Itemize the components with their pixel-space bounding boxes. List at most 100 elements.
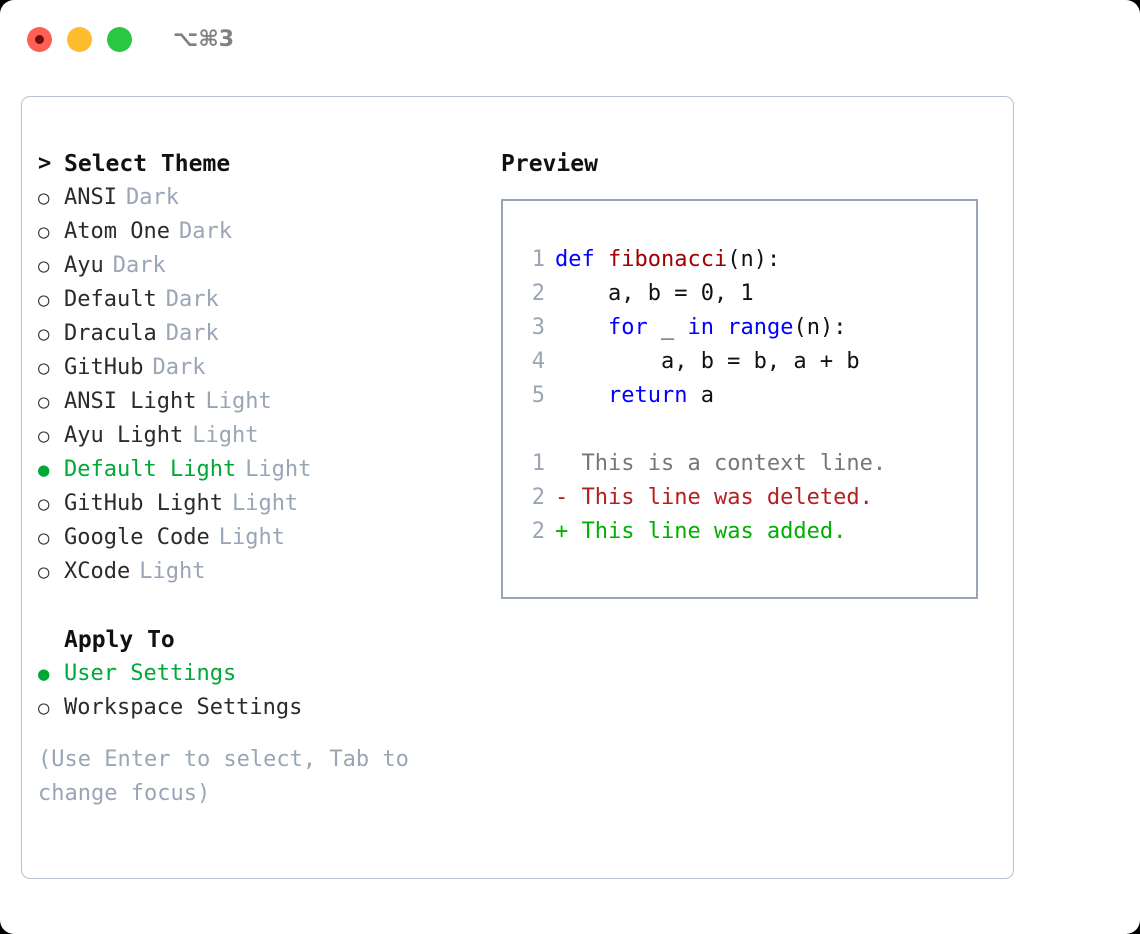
window-title: ⌥⌘3	[173, 26, 235, 52]
apply-to-header: Apply To	[38, 623, 488, 657]
theme-name-label: GitHub Light	[64, 491, 223, 516]
code-token: fibonacci	[607, 247, 728, 272]
section-spacer	[38, 589, 488, 623]
line-number: 3	[531, 315, 545, 340]
theme-category-tag: Light	[231, 491, 299, 516]
code-line: 2 a, b = 0, 1	[503, 277, 976, 311]
code-line: 3 for _ in range(n):	[503, 311, 976, 345]
theme-name-label: ANSI	[64, 185, 117, 210]
line-number: 2	[531, 281, 545, 306]
theme-list-item[interactable]: ○ Google Code Light	[38, 521, 488, 555]
apply-to-list: ●User Settings○Workspace Settings	[38, 657, 488, 725]
radio-unselected-icon[interactable]: ○	[38, 527, 50, 549]
diff-line-text: This line was added.	[581, 519, 847, 544]
radio-selected-icon[interactable]: ●	[38, 663, 50, 685]
line-number: 4	[531, 349, 545, 374]
apply-to-item[interactable]: ●User Settings	[38, 657, 488, 691]
code-token: for	[607, 315, 648, 340]
line-number: 5	[531, 383, 545, 408]
code-line: 4 a, b = b, a + b	[503, 345, 976, 379]
theme-name-label: XCode	[64, 559, 131, 584]
theme-name-label: GitHub	[64, 355, 144, 380]
line-number: 2	[531, 519, 545, 544]
theme-category-tag: Dark	[112, 253, 166, 278]
code-token: def	[555, 247, 608, 272]
diff-line-text: This is a context line.	[581, 451, 887, 476]
code-line-text: a, b = b, a + b	[555, 345, 860, 379]
code-token: a, b = b, a + b	[555, 349, 860, 374]
theme-list-header: > Select Theme	[38, 147, 488, 181]
radio-unselected-icon[interactable]: ○	[38, 697, 50, 719]
diff-sign: +	[555, 519, 569, 544]
radio-unselected-icon[interactable]: ○	[38, 391, 50, 413]
radio-unselected-icon[interactable]: ○	[38, 255, 50, 277]
line-number: 2	[531, 485, 545, 510]
keyboard-hint: (Use Enter to select, Tab to change focu…	[38, 747, 423, 806]
diff-gap-space	[568, 481, 581, 515]
code-line-text: def fibonacci(n):	[555, 243, 780, 277]
theme-category-tag: Light	[205, 389, 272, 414]
code-line: 5 return a	[503, 379, 976, 413]
caret-icon: >	[38, 151, 52, 176]
radio-unselected-icon[interactable]: ○	[38, 561, 50, 583]
code-token: in	[687, 315, 714, 340]
theme-list-item[interactable]: ○ GitHub Light Light	[38, 487, 488, 521]
radio-unselected-icon[interactable]: ○	[38, 187, 50, 209]
theme-name-label: Google Code	[64, 525, 210, 550]
maximize-button[interactable]	[107, 26, 132, 52]
theme-name-label: Default	[64, 287, 157, 312]
diff-gap-space	[568, 515, 581, 549]
diff-sign	[555, 447, 568, 481]
code-token	[555, 315, 608, 340]
theme-list-item[interactable]: ○ XCode Light	[38, 555, 488, 589]
radio-unselected-icon[interactable]: ○	[38, 493, 50, 515]
close-button[interactable]	[27, 26, 52, 52]
line-number: 1	[531, 247, 545, 272]
theme-category-tag: Light	[218, 525, 285, 550]
radio-unselected-icon[interactable]: ○	[38, 425, 50, 447]
radio-unselected-icon[interactable]: ○	[38, 221, 50, 243]
theme-category-tag: Dark	[152, 355, 206, 380]
minimize-button[interactable]	[67, 26, 92, 52]
theme-name-label: ANSI Light	[64, 389, 197, 414]
theme-list-header-label: Select Theme	[64, 151, 231, 177]
code-line-text: return a	[555, 379, 714, 413]
code-token: return	[607, 383, 688, 408]
radio-unselected-icon[interactable]: ○	[38, 289, 50, 311]
code-line-text: for _ in range(n):	[555, 311, 846, 345]
theme-category-tag: Dark	[165, 287, 219, 312]
code-token	[714, 315, 727, 340]
code-token: _	[647, 315, 688, 340]
theme-category-tag: Light	[139, 559, 206, 584]
theme-list-item[interactable]: ○ Default Dark	[38, 283, 488, 317]
radio-selected-icon[interactable]: ●	[38, 459, 50, 481]
theme-category-tag: Dark	[125, 185, 179, 210]
theme-list-item[interactable]: ○ GitHub Dark	[38, 351, 488, 385]
diff-line: 1 This is a context line.	[503, 447, 976, 481]
theme-list-item[interactable]: ○ ANSI Light Light	[38, 385, 488, 419]
code-token: range	[727, 315, 794, 340]
code-token: a	[687, 383, 714, 408]
theme-list-item[interactable]: ○ ANSI Dark	[38, 181, 488, 215]
apply-to-item[interactable]: ○Workspace Settings	[38, 691, 488, 725]
radio-unselected-icon[interactable]: ○	[38, 357, 50, 379]
code-diff-spacer	[503, 413, 976, 447]
diff-sign: -	[555, 485, 569, 510]
radio-unselected-icon[interactable]: ○	[38, 323, 50, 345]
diff-line: 2 + This line was added.	[503, 515, 976, 549]
preview-title: Preview	[501, 151, 598, 177]
diff-sample: 1 This is a context line. 2- This line wa…	[503, 447, 976, 549]
theme-name-label: Ayu Light	[64, 423, 184, 448]
code-line-text: a, b = 0, 1	[555, 277, 754, 311]
line-number: 1	[531, 451, 545, 476]
theme-name-label: Dracula	[64, 321, 157, 346]
code-token	[555, 383, 608, 408]
